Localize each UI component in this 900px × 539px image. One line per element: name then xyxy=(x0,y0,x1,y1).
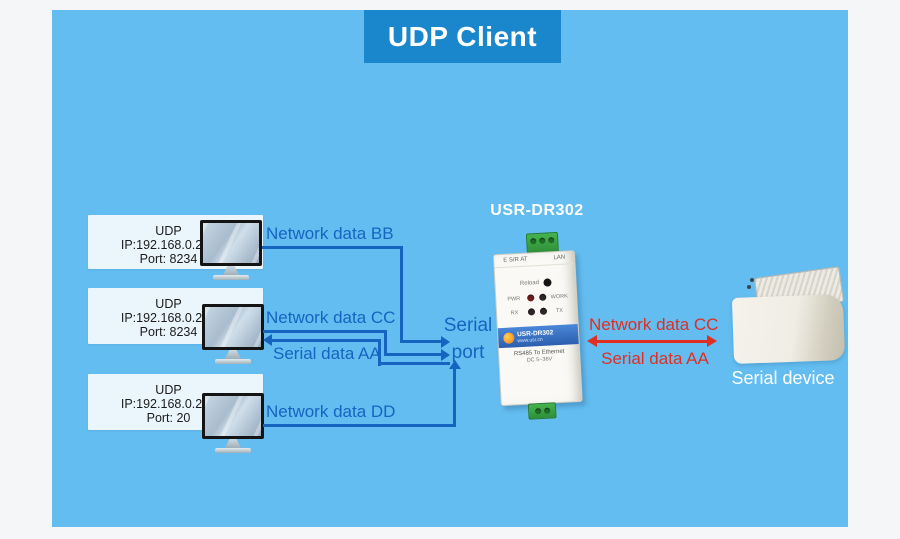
flow-line-dd-v xyxy=(453,369,456,427)
flow-line-bb-h1 xyxy=(262,246,403,249)
printer-button xyxy=(747,285,751,289)
terminal-pin xyxy=(534,408,541,415)
device-reload-row: Reload xyxy=(495,277,575,289)
monitor-base xyxy=(213,275,249,280)
terminal-pin xyxy=(543,407,550,414)
page-title: UDP Client xyxy=(387,21,538,52)
client-3-protocol: UDP xyxy=(155,383,182,397)
arrowhead-dd-icon xyxy=(448,360,461,369)
label-red-serial-data-aa: Serial data AA xyxy=(601,349,709,368)
led-pwr-label: PWR xyxy=(507,295,521,303)
device-led-row-1: PWR WORK xyxy=(496,292,576,303)
client-3-ip: IP:192.168.0.201 xyxy=(120,397,217,411)
monitor-screen xyxy=(202,393,264,439)
label-serial-data-aa: Serial data AA xyxy=(273,344,381,363)
monitor-screen xyxy=(200,220,262,266)
flow-line-aa-v xyxy=(378,338,381,366)
tx-led-icon xyxy=(539,307,547,315)
monitor-stand xyxy=(225,439,241,448)
label-network-data-bb: Network data BB xyxy=(266,224,394,243)
flow-line-cc-h1 xyxy=(263,330,387,333)
monitor-icon xyxy=(202,304,264,364)
printer-icon xyxy=(731,266,846,368)
printer-body xyxy=(731,294,846,364)
device-brand-band: USR-DR302 www.usr.cn xyxy=(497,324,579,349)
label-red-network-data-cc: Network data CC xyxy=(589,315,719,334)
device-lan-label: LAN xyxy=(553,254,566,262)
terminal-pin xyxy=(539,237,546,244)
usr-dr302-device: E S/R AT LAN Reload PWR WORK RX TX xyxy=(492,231,588,431)
monitor-screen xyxy=(202,304,264,350)
client-1-protocol: UDP xyxy=(155,224,182,238)
label-serial-port: Serial port xyxy=(432,312,504,366)
serial-device-label: Serial device xyxy=(731,368,835,388)
printer-button xyxy=(750,278,754,282)
terminal-pin xyxy=(548,237,555,244)
client-1-port: Port: 8234 xyxy=(139,252,198,266)
client-2-ip: IP:192.168.0.201 xyxy=(120,311,217,325)
device-serial-label: E S/R AT xyxy=(503,256,528,264)
usr-logo-icon xyxy=(503,331,515,344)
client-2-protocol: UDP xyxy=(155,297,182,311)
serial-port-line2: port xyxy=(451,342,485,363)
flow-line-bb-v xyxy=(400,246,403,342)
flow-line-aa-h2 xyxy=(378,362,450,365)
work-led-icon xyxy=(538,293,546,302)
red-flow-line xyxy=(597,340,707,343)
device-body: E S/R AT LAN Reload PWR WORK RX TX xyxy=(492,250,583,407)
arrowhead-red-right-icon xyxy=(707,335,717,347)
monitor-stand xyxy=(223,266,239,275)
led-rx-label: RX xyxy=(510,309,519,317)
device-led-row-2: RX TX xyxy=(497,306,577,317)
monitor-base xyxy=(215,448,251,453)
flow-line-dd-h xyxy=(263,424,456,427)
reload-button xyxy=(542,278,552,287)
device-name-label: USR-DR302 xyxy=(490,202,584,219)
terminal-block-bottom xyxy=(527,402,557,420)
monitor-base xyxy=(215,359,251,364)
client-3-port: Port: 20 xyxy=(146,411,191,425)
flow-line-bb-h2 xyxy=(400,340,441,343)
arrowhead-red-left-icon xyxy=(587,335,597,347)
arrowhead-bb-icon xyxy=(441,335,450,348)
label-network-data-cc: Network data CC xyxy=(266,308,396,327)
monitor-icon xyxy=(200,220,262,280)
monitor-stand xyxy=(225,350,241,359)
flow-line-aa-h1 xyxy=(271,338,381,342)
led-work-label: WORK xyxy=(550,292,568,300)
device-port-labels: E S/R AT LAN xyxy=(493,251,575,269)
led-tx-label: TX xyxy=(555,307,564,314)
title-banner: UDP Client xyxy=(364,10,561,63)
arrowhead-cc-icon xyxy=(441,348,450,361)
terminal-pin xyxy=(530,238,537,245)
pwr-led-icon xyxy=(526,294,534,302)
flow-line-cc-h2 xyxy=(384,353,441,356)
arrowhead-aa-icon xyxy=(263,334,272,346)
client-1-ip: IP:192.168.0.200 xyxy=(120,238,217,252)
label-network-data-dd: Network data DD xyxy=(266,402,396,421)
rx-led-icon xyxy=(527,308,535,316)
flow-line-cc-v xyxy=(384,330,387,356)
reload-label: Reload xyxy=(519,279,540,287)
client-2-port: Port: 8234 xyxy=(139,325,198,339)
device-brand-url: www.usr.cn xyxy=(517,336,543,344)
monitor-icon xyxy=(202,393,264,453)
serial-port-line1: Serial xyxy=(443,315,493,336)
